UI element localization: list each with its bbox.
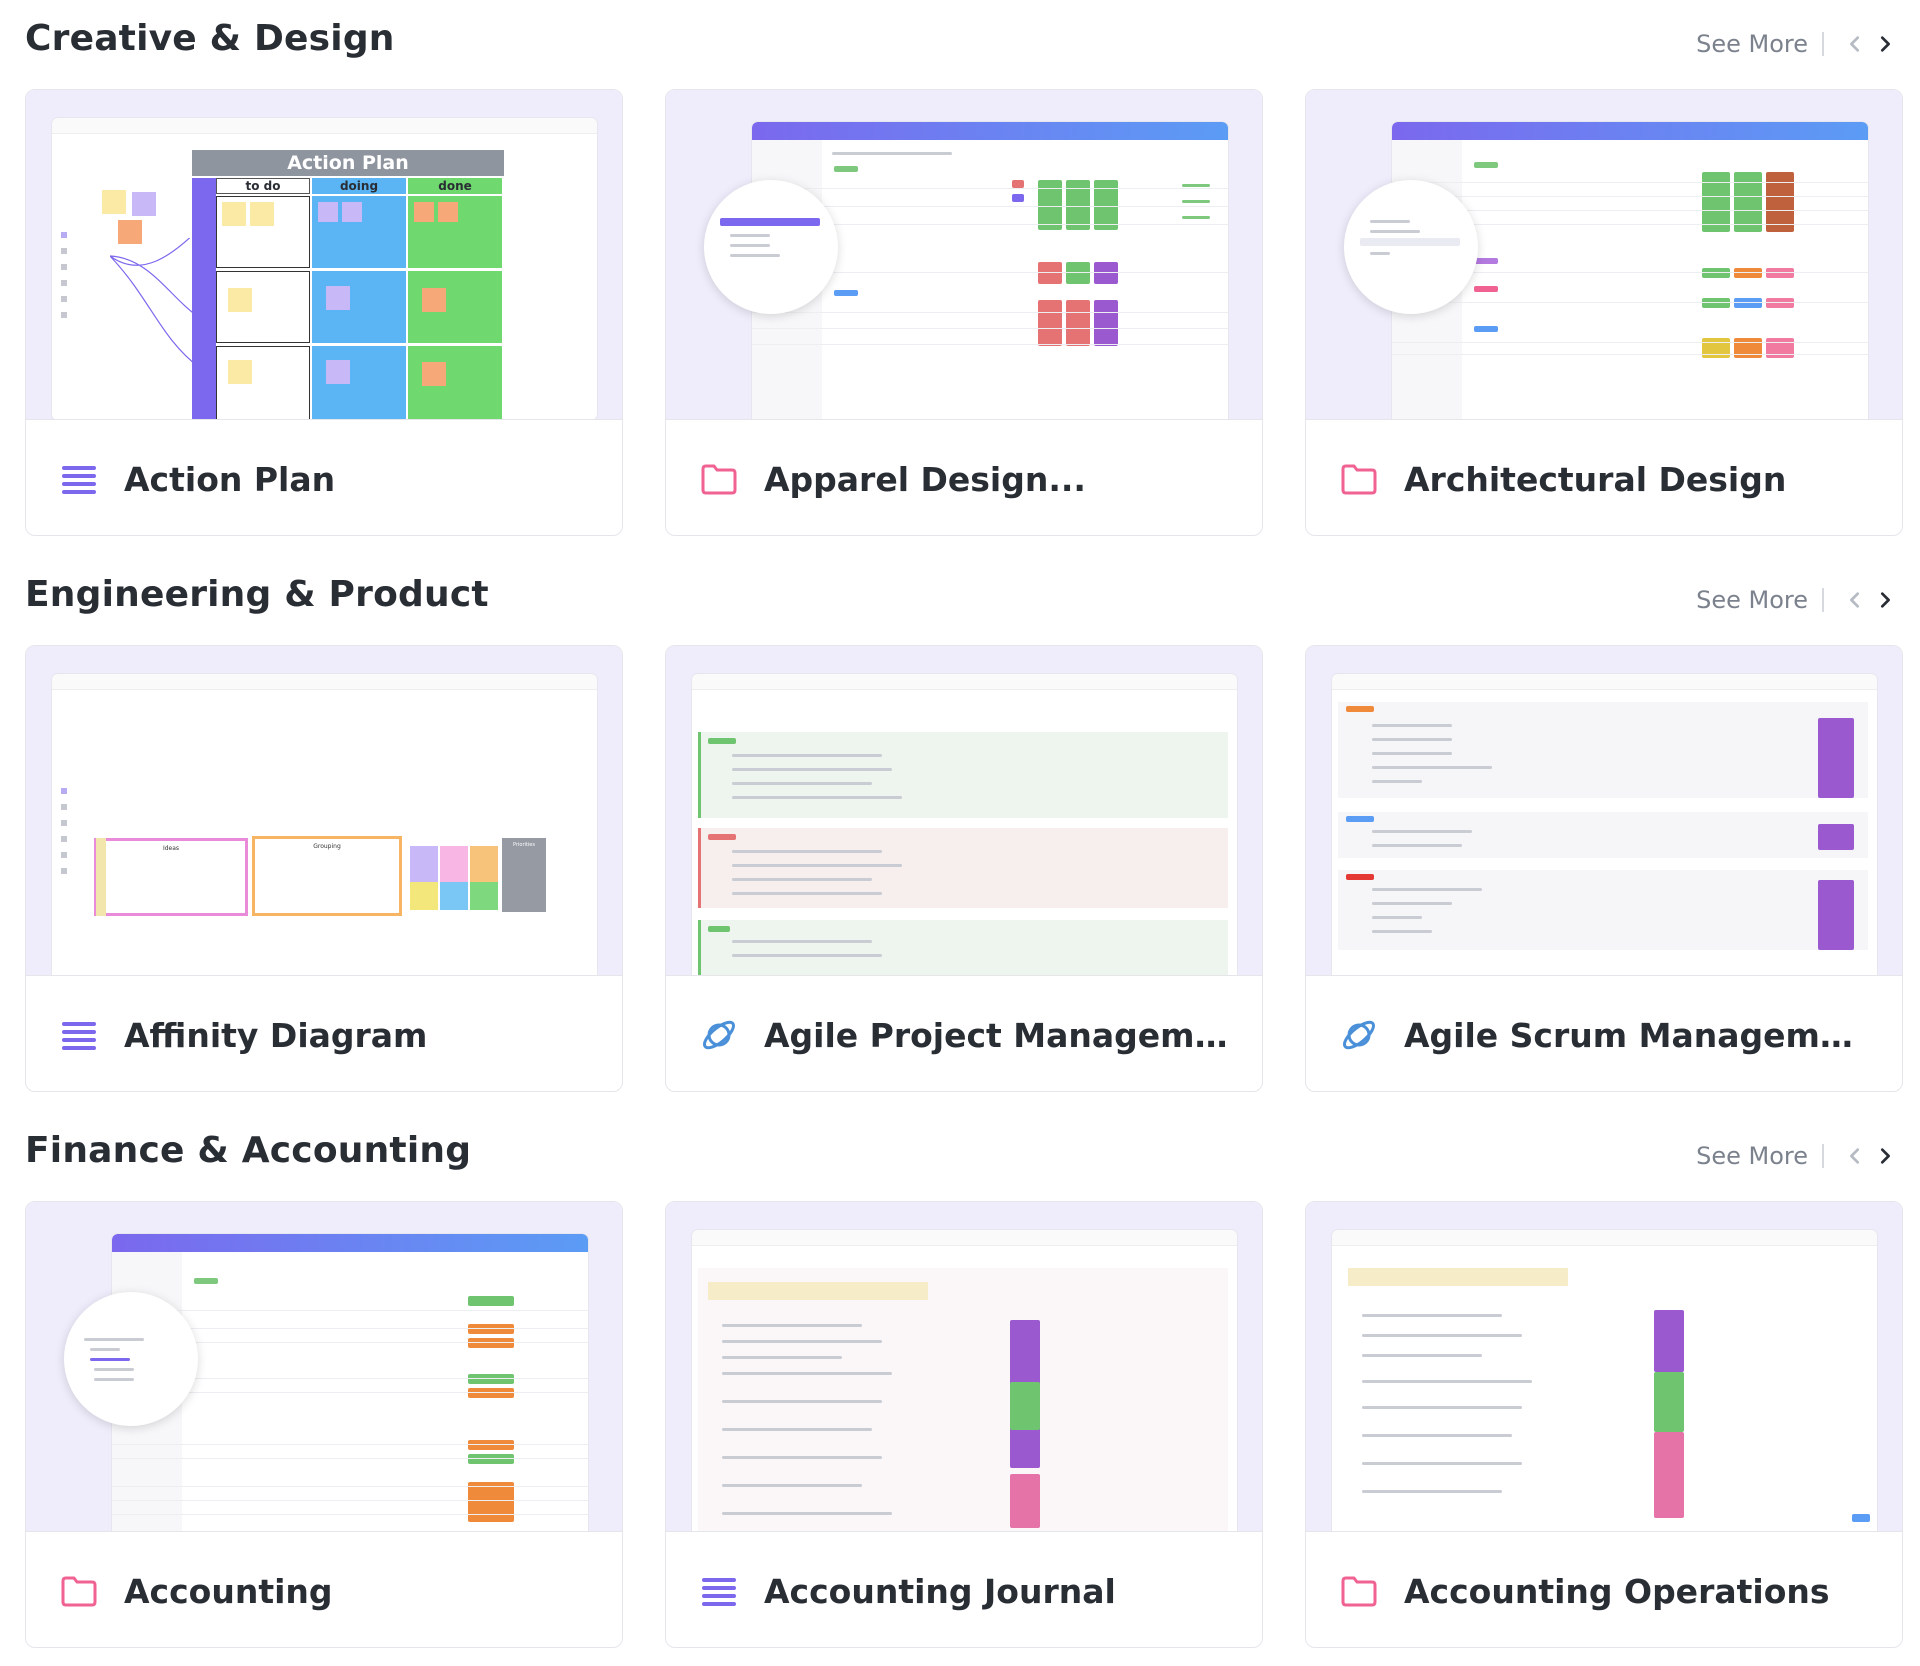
- section-title: Finance & Accounting: [25, 1130, 472, 1171]
- card-footer: Architectural Design: [1306, 421, 1902, 535]
- column-done: done: [408, 178, 502, 194]
- card-footer: Accounting: [26, 1533, 622, 1647]
- divider: [1822, 32, 1824, 56]
- template-card-action-plan[interactable]: Action Plan to do doing done: [25, 89, 623, 536]
- chevron-left-icon[interactable]: [1840, 585, 1870, 615]
- list-icon: [696, 1568, 742, 1614]
- planet-icon: [696, 1012, 742, 1058]
- see-more-link[interactable]: See More: [1696, 30, 1808, 58]
- template-preview: [1306, 90, 1902, 420]
- preview-window: Action Plan to do doing done: [52, 118, 597, 419]
- folder-icon: [56, 1568, 102, 1614]
- template-card-agile-scrum-management[interactable]: Agile Scrum Management: [1305, 645, 1903, 1092]
- template-card-accounting-operations[interactable]: Accounting Operations: [1305, 1201, 1903, 1648]
- chevron-right-icon[interactable]: [1870, 585, 1900, 615]
- card-title: Agile Scrum Management: [1404, 1015, 1874, 1055]
- preview-window: Ideas Grouping Priorities: [52, 674, 597, 975]
- section-title: Engineering & Product: [25, 574, 489, 615]
- template-preview: [1306, 1202, 1902, 1532]
- card-title: Agile Project Management: [764, 1015, 1234, 1055]
- see-more-link[interactable]: See More: [1696, 586, 1808, 614]
- card-footer: Accounting Operations: [1306, 1533, 1902, 1647]
- card-footer: Agile Project Management: [666, 977, 1262, 1091]
- planet-icon: [1336, 1012, 1382, 1058]
- zoom-bubble: [1344, 180, 1478, 314]
- template-preview: Ideas Grouping Priorities: [26, 646, 622, 976]
- list-icon: [56, 456, 102, 502]
- card-title: Affinity Diagram: [124, 1015, 428, 1055]
- divider: [1822, 1144, 1824, 1168]
- template-card-accounting-journal[interactable]: Accounting Journal: [665, 1201, 1263, 1648]
- chevron-left-icon[interactable]: [1840, 1141, 1870, 1171]
- chevron-right-icon[interactable]: [1870, 1141, 1900, 1171]
- zoom-bubble: [704, 180, 838, 314]
- template-card-apparel-design[interactable]: Apparel Design...: [665, 89, 1263, 536]
- template-preview: [666, 1202, 1262, 1532]
- preview-window: [1332, 1230, 1877, 1531]
- section-nav: See More: [1696, 582, 1900, 618]
- template-card-agile-project-management[interactable]: Agile Project Management: [665, 645, 1263, 1092]
- card-title: Accounting Journal: [764, 1571, 1116, 1611]
- card-footer: Affinity Diagram: [26, 977, 622, 1091]
- card-footer: Accounting Journal: [666, 1533, 1262, 1647]
- card-title: Accounting: [124, 1571, 333, 1611]
- template-preview: [26, 1202, 622, 1532]
- card-title: Apparel Design...: [764, 459, 1086, 499]
- card-title: Architectural Design: [1404, 459, 1787, 499]
- template-preview: [666, 90, 1262, 420]
- card-footer: Agile Scrum Management: [1306, 977, 1902, 1091]
- preview-window: [1332, 674, 1877, 975]
- template-preview: [1306, 646, 1902, 976]
- section-nav: See More: [1696, 26, 1900, 62]
- frame-grouping: Grouping: [313, 843, 341, 850]
- section-title: Creative & Design: [25, 18, 395, 59]
- list-icon: [56, 1012, 102, 1058]
- see-more-link[interactable]: See More: [1696, 1142, 1808, 1170]
- template-card-architectural-design[interactable]: Architectural Design: [1305, 89, 1903, 536]
- card-footer: Apparel Design...: [666, 421, 1262, 535]
- column-todo: to do: [216, 178, 310, 194]
- section-nav: See More: [1696, 1138, 1900, 1174]
- preview-window: [692, 1230, 1237, 1531]
- chevron-left-icon[interactable]: [1840, 29, 1870, 59]
- frame-priorities: Priorities: [513, 842, 535, 848]
- zoom-bubble: [64, 1292, 198, 1426]
- template-card-accounting[interactable]: Accounting: [25, 1201, 623, 1648]
- column-doing: doing: [312, 178, 406, 194]
- card-title: Accounting Operations: [1404, 1571, 1830, 1611]
- folder-icon: [1336, 456, 1382, 502]
- card-footer: Action Plan: [26, 421, 622, 535]
- board-title: Action Plan: [192, 150, 504, 176]
- template-preview: Action Plan to do doing done: [26, 90, 622, 420]
- template-preview: [666, 646, 1262, 976]
- preview-window: [692, 674, 1237, 975]
- template-card-affinity-diagram[interactable]: Ideas Grouping Priorities: [25, 645, 623, 1092]
- folder-icon: [1336, 1568, 1382, 1614]
- chevron-right-icon[interactable]: [1870, 29, 1900, 59]
- divider: [1822, 588, 1824, 612]
- frame-ideas: Ideas: [162, 845, 180, 852]
- card-title: Action Plan: [124, 459, 336, 499]
- folder-icon: [696, 456, 742, 502]
